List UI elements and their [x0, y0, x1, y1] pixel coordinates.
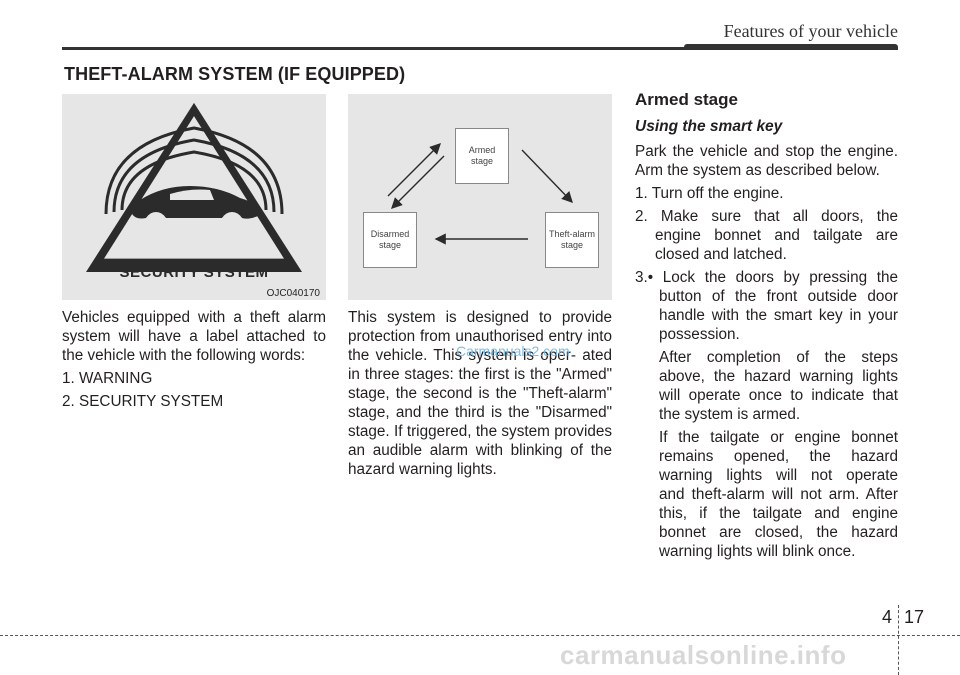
middle-line: protection from unauthorised entry: [348, 328, 583, 345]
arrow-armed-to-theft: [521, 149, 573, 204]
disarmed-stage-line2: stage: [378, 240, 401, 250]
figure-code: OJC040170: [266, 288, 320, 299]
middle-paragraph: This system is designed to provide prote…: [348, 308, 612, 479]
step-2-line: 2. Make sure that all doors, the: [635, 208, 898, 225]
header-rule: [62, 47, 898, 50]
section-title: THEFT-ALARM SYSTEM (IF EQUIPPED): [64, 64, 406, 84]
security-system-word: SECURITY SYSTEM: [119, 264, 269, 281]
list-item-security: 2. SECURITY SYSTEM: [62, 393, 224, 410]
armed-stage-line2: stage: [470, 156, 493, 166]
middle-line: "Armed" stage, the second is the: [348, 366, 613, 402]
warning-word: WARNING: [142, 226, 246, 248]
step-2: 2. Make sure that all doors, the engine …: [635, 207, 898, 264]
list-item-warning: 1. WARNING: [62, 370, 153, 387]
left-line: Vehicles equipped with a theft alarm: [62, 309, 326, 326]
note-2-line: remains opened, the hazard: [659, 448, 898, 465]
middle-line: the "Disarmed" stage. If triggered,: [348, 404, 613, 440]
warning-triangle-icon: [86, 102, 302, 273]
middle-line: warning lights.: [399, 461, 497, 478]
step-3-line: handle with the smart key in your: [659, 307, 898, 324]
step-3-note-1: After completion of the steps above, the…: [635, 348, 898, 424]
stage-arrows: [387, 143, 573, 245]
left-paragraph: Vehicles equipped with a theft alarm sys…: [62, 308, 326, 365]
middle-line: This system is designed to provide: [348, 309, 612, 326]
note-1-line: the system is armed.: [659, 406, 801, 423]
armed-stage-line1: Armed: [468, 145, 496, 155]
step-3: 3.• Lock the doors by pressing the butto…: [635, 268, 898, 344]
middle-column: This system is designed to provide prote…: [348, 308, 612, 479]
left-column: Vehicles equipped with a theft alarm sys…: [62, 308, 326, 411]
middle-line: the system provides an audible: [348, 423, 613, 459]
step-3-line: 3.• Lock the doors by pressing the: [635, 269, 898, 286]
left-line: the vehicle with the following words:: [62, 347, 306, 364]
note-2-line: and theft-alarm will not arm. After: [659, 486, 898, 503]
footer-watermark: carmanualsonline.info: [560, 640, 847, 670]
arrow-disarmed-to-armed: [387, 143, 441, 197]
left-line: system will have a label attached to: [62, 328, 326, 345]
note-2-line: warning lights will blink once.: [659, 543, 856, 560]
page-number: 17: [904, 607, 925, 627]
note-2-line: If the tailgate or engine bonnet: [659, 429, 898, 446]
smart-key-subheading: Using the smart key: [635, 118, 783, 135]
intro-paragraph: Park the vehicle and stop the engine. Ar…: [635, 142, 898, 180]
note-2-line: this, if the tailgate and engine: [659, 505, 898, 522]
note-1-line: above, the hazard warning lights: [659, 368, 898, 385]
right-column: Armed stage Using the smart key Park the…: [635, 90, 898, 561]
page-header-title: Features of your vehicle: [723, 21, 898, 41]
intro-line: Arm the system as described below.: [635, 162, 880, 179]
step-2-line: engine bonnet and tailgate are: [655, 227, 898, 244]
middle-line: "Theft-alarm" stage, and the third is: [348, 385, 613, 421]
theft-stage-line2: stage: [560, 240, 583, 250]
theft-stage-line1: Theft-alarm: [548, 229, 595, 239]
footer-dashed-rule: [0, 635, 960, 636]
note-2-line: warning lights will not operate: [659, 467, 898, 484]
middle-line: into the vehicle. This system is oper-: [348, 328, 613, 364]
header-tab: [684, 44, 898, 50]
footer-vertical-rule: [898, 605, 899, 675]
step-3-note-2: If the tailgate or engine bonnet remains…: [635, 428, 898, 561]
warning-label-figure: WARNING SECURITY SYSTEM OJC040170: [62, 94, 326, 300]
note-1-line: will operate once to indicate that: [659, 387, 898, 404]
arrow-armed-to-disarmed: [391, 155, 445, 209]
step-1: 1. Turn off the engine.: [635, 185, 784, 202]
chapter-number: 4: [882, 607, 893, 627]
middle-line: alarm with blinking of the hazard: [348, 442, 612, 478]
note-1-line: After completion of the steps: [659, 349, 898, 366]
disarmed-stage-line1: Disarmed: [370, 229, 410, 239]
armed-stage-heading: Armed stage: [635, 90, 738, 109]
step-3-line: possession.: [659, 326, 740, 343]
step-2-line: closed and latched.: [655, 246, 787, 263]
intro-line: Park the vehicle and stop the engine.: [635, 143, 898, 160]
note-2-line: bonnet are closed, the hazard: [659, 524, 898, 541]
middle-line: ated in three stages: the first is the: [348, 347, 612, 383]
step-3-line: button of the front outside door: [659, 288, 898, 305]
watermark-overlay: Carmanuals2.com: [456, 343, 570, 359]
